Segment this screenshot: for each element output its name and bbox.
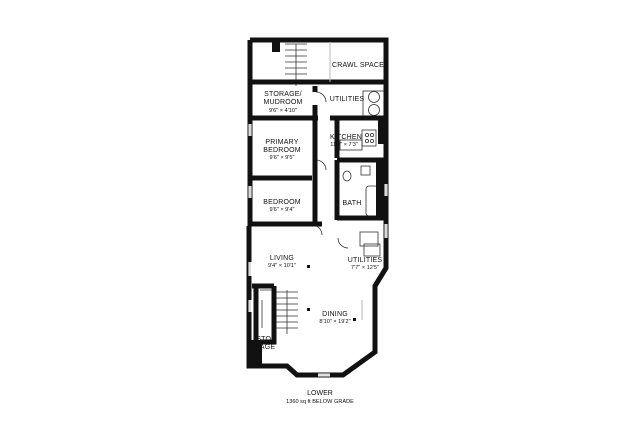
interior-wall [260, 286, 277, 345]
room-label-dining: DINING [322, 311, 348, 318]
burner [364, 138, 369, 143]
walls [246, 37, 389, 378]
room-label-storage-1: STO- [256, 336, 274, 343]
burner [369, 138, 374, 143]
stove [361, 129, 377, 147]
water-heater-2 [368, 104, 380, 116]
sink [360, 165, 371, 176]
wall-blocks [248, 40, 388, 368]
room-dims-bedroom: 9'6" × 9'4" [270, 207, 295, 213]
room-dims-dining: 8'10" × 19'2" [319, 319, 350, 325]
room-label-primary-bedroom-1: PRIMARY [265, 139, 298, 146]
burner [364, 132, 369, 137]
room-label-living: LIVING [270, 255, 294, 262]
room-label-utilities-lower: UTILITIES [348, 257, 383, 264]
room-label-bath: BATH [343, 200, 362, 207]
lower-stairs [276, 290, 298, 334]
columns [307, 265, 356, 321]
room-label-crawl-space: CRAWL SPACE [332, 62, 384, 69]
room-dims-living: 9'4" × 10'1" [268, 263, 296, 269]
room-label-utilities-top: UTILITIES [330, 96, 365, 103]
room-label-storage-2: RAGE [255, 344, 276, 351]
floor-area: 1360 sq ft BELOW GRADE [286, 399, 354, 405]
water-heater-1 [368, 91, 380, 103]
door-swing [311, 91, 349, 249]
toilet [342, 170, 352, 182]
room-label-storage-mudroom-2: MUDROOM [263, 99, 302, 106]
room-dims-utilities-lower: 7'7" × 12'5" [351, 265, 379, 271]
room-label-bedroom: BEDROOM [263, 199, 301, 206]
fixtures [260, 43, 386, 334]
washer [359, 231, 379, 247]
room-dims-storage-mudroom: 9'6" × 4'10" [269, 108, 297, 114]
interior-wall [252, 283, 274, 340]
furnace [362, 90, 386, 118]
window-glass [249, 124, 387, 376]
dryer [363, 243, 381, 257]
exterior-wall [246, 37, 389, 378]
room-dims-primary-bedroom: 9'6" × 9'5" [270, 155, 295, 161]
burner [369, 132, 374, 137]
room-label-primary-bedroom-2: BEDROOM [263, 147, 301, 154]
room-dims-kitchen: 11'4" × 7'3" [330, 142, 358, 148]
room-label-storage-mudroom-1: STORAGE/ [264, 91, 302, 98]
floor-name: LOWER [307, 390, 333, 397]
room-label-kitchen: KITCHEN [330, 134, 362, 141]
